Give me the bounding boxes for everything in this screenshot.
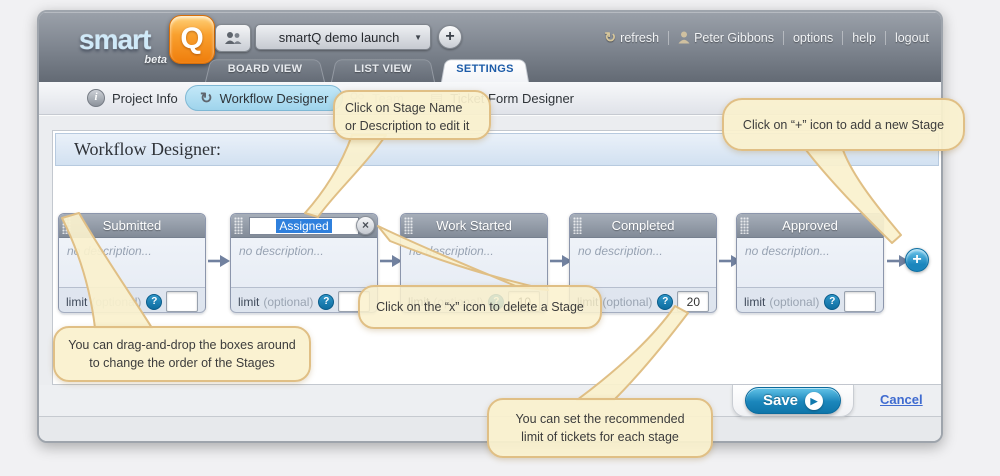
- stage-header[interactable]: Work Started: [401, 214, 547, 238]
- divider: [668, 30, 670, 45]
- stage-description[interactable]: no description...: [409, 244, 494, 258]
- users-icon: [225, 32, 242, 44]
- user-icon: [678, 31, 690, 44]
- help-link[interactable]: help: [852, 30, 876, 45]
- stage-header[interactable]: Completed: [570, 214, 716, 238]
- add-stage-button[interactable]: +: [905, 248, 929, 272]
- arrow-right-icon: [887, 255, 909, 267]
- delete-stage-button[interactable]: ×: [356, 216, 375, 235]
- limit-input[interactable]: [166, 291, 199, 312]
- drag-handle-icon[interactable]: [404, 217, 413, 234]
- stage-limit-row: limit (optional) ?: [59, 287, 205, 315]
- stage-card-submitted[interactable]: Submitted no description... limit (optio…: [58, 213, 206, 315]
- stage-name[interactable]: Work Started: [436, 218, 512, 233]
- stage-limit-row: limit (optional) ?: [231, 287, 377, 315]
- drag-handle-icon[interactable]: [62, 217, 71, 234]
- subnav-project-info[interactable]: i Project Info: [87, 82, 178, 114]
- options-link[interactable]: options: [792, 30, 834, 45]
- stage-card-assigned[interactable]: Assigned × no description... limit (opti…: [230, 213, 378, 315]
- divider: [782, 30, 784, 45]
- refresh-label: refresh: [620, 30, 660, 45]
- drag-handle-icon[interactable]: [573, 217, 582, 234]
- callout-drag-drop: You can drag-and-drop the boxes around t…: [53, 326, 311, 382]
- stage-description[interactable]: no description...: [67, 244, 152, 258]
- callout-edit-stage: Click on Stage Name or Description to ed…: [333, 90, 491, 140]
- save-label: Save: [762, 392, 799, 409]
- help-icon[interactable]: ?: [146, 293, 163, 310]
- subnav-workflow-designer[interactable]: ↻ Workflow Designer: [185, 85, 344, 111]
- stage-description[interactable]: no description...: [578, 244, 663, 258]
- brand-logo-q-badge: Q: [169, 15, 215, 64]
- save-tab: Save ▶: [732, 385, 854, 417]
- optional-label: (optional): [91, 294, 142, 309]
- workflow-icon: ↻: [200, 90, 213, 107]
- play-arrow-icon: ▶: [805, 391, 824, 410]
- project-info-label: Project Info: [112, 90, 178, 106]
- info-icon: i: [87, 89, 105, 107]
- tab-settings[interactable]: SETTINGS: [441, 57, 529, 82]
- arrow-right-icon: [550, 255, 572, 267]
- divider: [884, 30, 886, 45]
- divider: [842, 30, 844, 45]
- user-name-label: Peter Gibbons: [694, 30, 774, 45]
- refresh-icon: ↻: [604, 29, 617, 45]
- limit-label: limit: [238, 294, 260, 309]
- help-icon[interactable]: ?: [657, 293, 674, 310]
- optional-label: (optional): [602, 294, 653, 309]
- add-project-button[interactable]: +: [438, 25, 462, 49]
- tab-list-view[interactable]: LIST VIEW: [331, 57, 435, 82]
- chevron-down-icon: ▼: [414, 32, 422, 42]
- stage-name[interactable]: Approved: [782, 218, 838, 233]
- stage-name-input[interactable]: Assigned: [249, 217, 359, 235]
- stage-description[interactable]: no description...: [239, 244, 324, 258]
- save-button[interactable]: Save ▶: [745, 387, 841, 414]
- help-icon[interactable]: ?: [318, 293, 335, 310]
- stage-header[interactable]: Approved: [737, 214, 883, 238]
- optional-label: (optional): [769, 294, 820, 309]
- user-account-link[interactable]: Peter Gibbons: [678, 31, 774, 45]
- cancel-link[interactable]: Cancel: [880, 392, 923, 407]
- project-members-button[interactable]: [215, 24, 251, 52]
- limit-input[interactable]: [677, 291, 710, 312]
- help-icon[interactable]: ?: [824, 293, 841, 310]
- stage-name[interactable]: Submitted: [102, 218, 162, 233]
- arrow-right-icon: [208, 255, 230, 267]
- header-links: ↻ refresh Peter Gibbons options help log…: [604, 29, 929, 46]
- stage-name[interactable]: Completed: [611, 218, 675, 233]
- workflow-designer-label: Workflow Designer: [219, 90, 329, 106]
- limit-label: limit: [66, 294, 88, 309]
- stage-limit-row: limit (optional) ?: [737, 287, 883, 315]
- project-selector-dropdown[interactable]: smartQ demo launch ▼: [255, 24, 431, 50]
- callout-delete-stage: Click on the “x” icon to delete a Stage: [358, 285, 602, 329]
- logout-link[interactable]: logout: [894, 30, 929, 45]
- stage-header[interactable]: Submitted: [59, 214, 205, 238]
- tab-board-view[interactable]: BOARD VIEW: [205, 57, 325, 82]
- stage-card-approved[interactable]: Approved no description... limit (option…: [736, 213, 884, 315]
- brand-logo-text: smart: [79, 24, 151, 55]
- beta-label: beta: [144, 54, 167, 66]
- stage-description[interactable]: no description...: [745, 244, 830, 258]
- callout-add-stage: Click on “+” icon to add a new Stage: [722, 98, 965, 151]
- limit-input[interactable]: [844, 291, 877, 312]
- callout-set-limit: You can set the recommended limit of tic…: [487, 398, 713, 458]
- project-selector-value: smartQ demo launch: [278, 29, 400, 45]
- optional-label: (optional): [263, 294, 314, 309]
- selected-text: Assigned: [276, 219, 332, 233]
- app-header: smart Q beta smartQ demo launch ▼ + ↻ re…: [39, 12, 941, 82]
- drag-handle-icon[interactable]: [234, 217, 243, 234]
- drag-handle-icon[interactable]: [740, 217, 749, 234]
- refresh-link[interactable]: ↻ refresh: [604, 29, 659, 46]
- stage-header[interactable]: Assigned ×: [231, 214, 377, 238]
- arrow-right-icon: [380, 255, 402, 267]
- limit-label: limit: [744, 294, 766, 309]
